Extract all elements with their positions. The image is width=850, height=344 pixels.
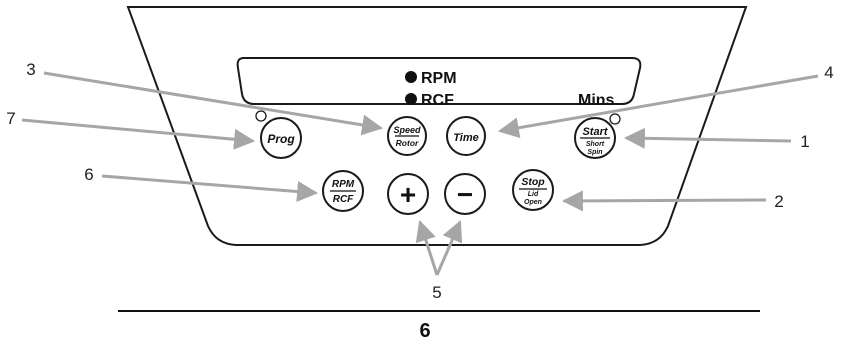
rcf-indicator-led <box>405 93 417 105</box>
minus-icon: − <box>457 179 473 210</box>
callout-number-4: 4 <box>824 63 833 82</box>
rpm-rcf-button[interactable]: RPM RCF <box>322 170 364 212</box>
callout-arrow-5a <box>415 220 439 276</box>
callout-number-3: 3 <box>26 60 35 79</box>
lid-label: Lid <box>528 191 539 198</box>
plus-icon: + <box>400 179 416 210</box>
start-short-spin-button[interactable]: Start Short Spin <box>574 117 616 159</box>
speed-rotor-button[interactable]: Speed Rotor <box>387 116 427 156</box>
panel-outline <box>126 6 748 246</box>
callout-number-7: 7 <box>6 109 15 128</box>
page-number: 6 <box>419 320 431 342</box>
rcf-button-label: RCF <box>333 194 354 205</box>
mins-label: Mins <box>578 92 615 109</box>
rotor-label: Rotor <box>396 138 419 148</box>
prog-button[interactable]: Prog <box>260 117 302 159</box>
prog-status-led <box>255 110 267 122</box>
callout-arrow-7 <box>21 118 256 150</box>
start-label: Start <box>582 126 608 138</box>
callout-number-6: 6 <box>84 165 93 184</box>
open-label: Open <box>524 199 542 206</box>
stop-lid-open-button[interactable]: Stop Lid Open <box>512 169 554 211</box>
callout-arrow-1 <box>623 127 792 149</box>
callout-arrow-4 <box>497 74 819 139</box>
short-label: Short <box>586 141 605 148</box>
callout-number-5: 5 <box>432 283 441 302</box>
time-button-label: Time <box>453 132 478 144</box>
rpm-button-label: RPM <box>332 179 355 190</box>
minus-button[interactable]: − <box>444 173 486 215</box>
callout-arrow-6 <box>101 174 319 202</box>
rpm-indicator-label: RPM <box>421 70 457 87</box>
prog-button-label: Prog <box>267 132 295 146</box>
plus-button[interactable]: + <box>387 173 429 215</box>
start-status-led <box>609 113 621 125</box>
rpm-indicator-led <box>405 71 417 83</box>
callout-number-2: 2 <box>774 192 783 211</box>
callout-number-1: 1 <box>800 132 809 151</box>
callout-arrow-5b <box>435 220 463 276</box>
time-button[interactable]: Time <box>446 116 486 156</box>
rcf-indicator-label: RCF <box>421 92 454 109</box>
callout-arrow-2 <box>561 190 767 212</box>
callout-arrow-3 <box>43 71 384 136</box>
stop-label: Stop <box>521 176 545 188</box>
spin-label: Spin <box>587 149 602 156</box>
speed-label: Speed <box>393 125 421 135</box>
display-window <box>236 57 642 105</box>
